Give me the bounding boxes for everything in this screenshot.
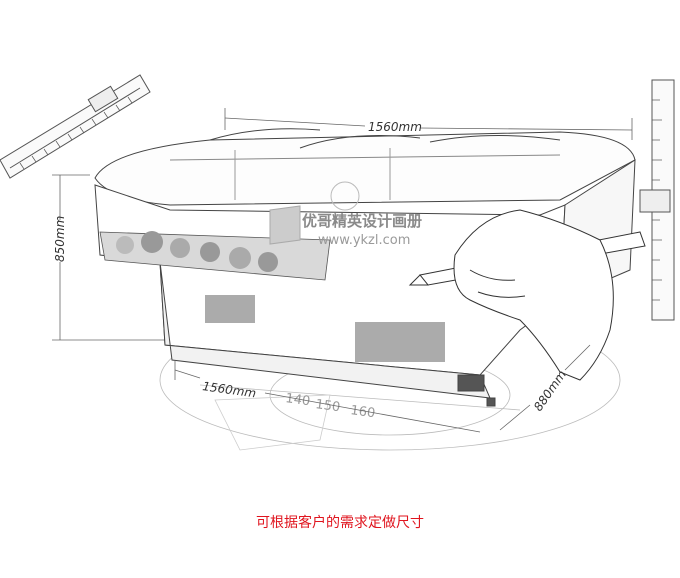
dimension-line-top bbox=[224, 108, 633, 140]
hand-pencil-icon bbox=[408, 209, 646, 381]
dimension-length-top: 1560mm bbox=[368, 120, 422, 134]
protractor-label-150: 150 bbox=[314, 397, 341, 415]
watermark-brand: 优哥精英设计画册 bbox=[302, 212, 422, 230]
dimension-depth: 880mm bbox=[531, 368, 569, 414]
caption-custom-size: 可根据客户的需求定做尺寸 bbox=[256, 515, 424, 531]
watermark-logo bbox=[269, 181, 360, 245]
protractor-label-160: 160 bbox=[349, 403, 376, 421]
dimension-line-bottom bbox=[174, 360, 481, 433]
freezer-sketch-illustration: 1560mm 850mm 140 150 160 bbox=[0, 74, 675, 451]
protractor-label-140: 140 bbox=[284, 391, 311, 409]
dimension-length-bottom: 1560mm bbox=[202, 379, 257, 400]
freezer-body bbox=[94, 128, 636, 407]
ruler-left-icon bbox=[0, 74, 151, 179]
dimension-height: 850mm bbox=[53, 216, 67, 262]
ruler-right-icon bbox=[639, 79, 675, 321]
dimension-line-height bbox=[52, 174, 170, 341]
dimension-line-depth bbox=[499, 344, 591, 431]
watermark-url: www.ykzl.com bbox=[318, 233, 410, 248]
